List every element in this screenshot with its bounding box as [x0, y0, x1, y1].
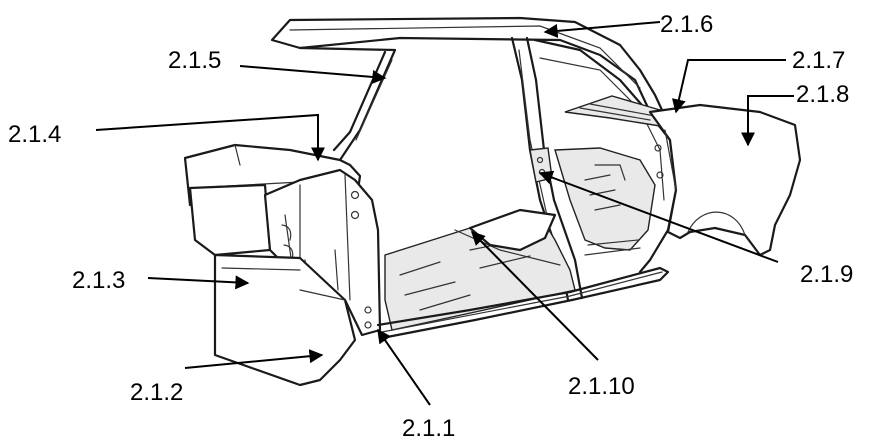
firewall — [188, 183, 272, 257]
rocker-sill — [376, 266, 670, 340]
leader-2-1-8 — [741, 95, 794, 147]
leader-lines — [95, 21, 794, 406]
leader-2-1-6 — [543, 21, 661, 38]
label-2-1-3: 2.1.3 — [72, 267, 125, 294]
car-body-shell — [183, 16, 802, 387]
leader-2-1-10 — [471, 231, 599, 361]
label-2-1-5: 2.1.5 — [168, 47, 221, 74]
a-pillar — [298, 46, 397, 162]
leader-2-1-2 — [184, 349, 324, 369]
label-2-1-4: 2.1.4 — [8, 121, 61, 148]
leader-2-1-1 — [377, 328, 431, 406]
leader-2-1-4 — [95, 113, 325, 162]
label-2-1-8: 2.1.8 — [796, 81, 849, 108]
rear-seat-area — [554, 147, 656, 251]
rear-quarter-panel — [648, 103, 802, 257]
leader-2-1-5 — [239, 65, 387, 84]
label-2-1-7: 2.1.7 — [792, 47, 845, 74]
seat-mound — [468, 208, 557, 252]
label-2-1-6: 2.1.6 — [660, 11, 713, 38]
leader-2-1-9 — [538, 170, 779, 263]
roof-panel — [270, 16, 664, 114]
label-2-1-9: 2.1.9 — [800, 261, 853, 288]
part-labels: 2.1.1 2.1.2 2.1.3 2.1.4 2.1.5 2.1.6 2.1.… — [8, 11, 853, 441]
label-2-1-1: 2.1.1 — [402, 415, 455, 441]
label-2-1-10: 2.1.10 — [568, 373, 635, 400]
leader-2-1-7 — [672, 59, 786, 114]
leader-2-1-3 — [147, 275, 250, 290]
label-2-1-2: 2.1.2 — [130, 379, 183, 406]
